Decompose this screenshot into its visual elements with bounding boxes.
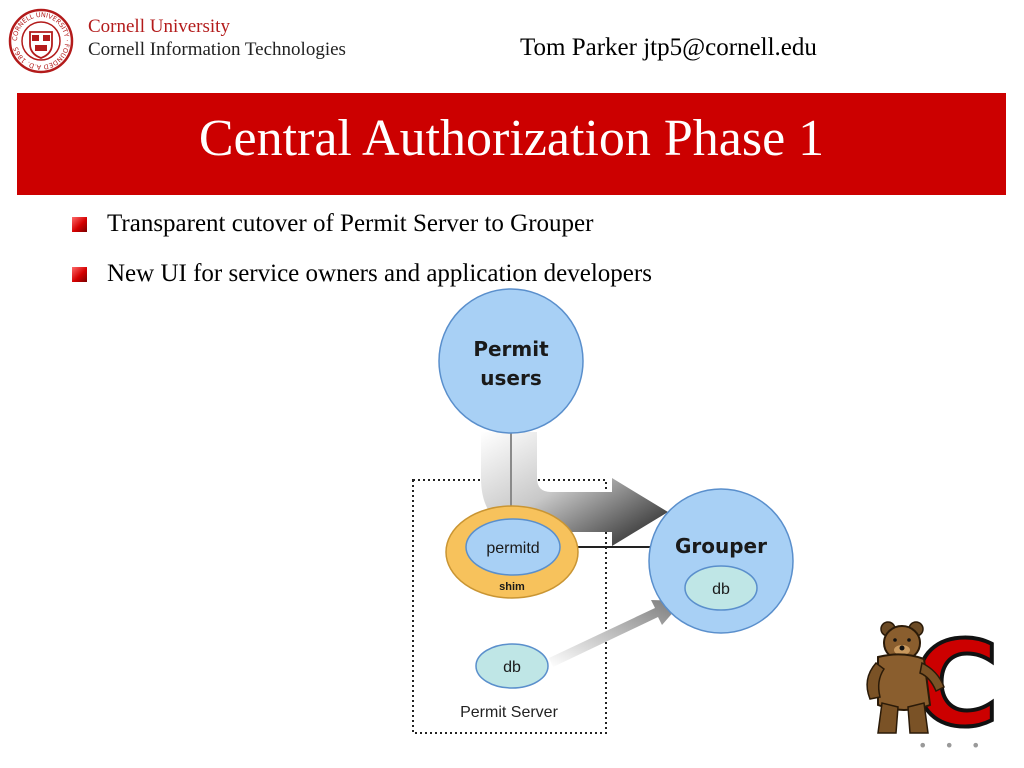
title-banner: Central Authorization Phase 1 xyxy=(17,93,1006,195)
bullet-text: New UI for service owners and applicatio… xyxy=(107,260,652,287)
bullet-square-icon xyxy=(72,266,87,282)
architecture-diagram: Permit Server Permit users permitd shim … xyxy=(412,288,794,734)
bullet-item: New UI for service owners and applicatio… xyxy=(72,249,652,299)
bear-figure xyxy=(866,621,945,734)
bullet-square-icon xyxy=(72,216,87,232)
footer-dots: • • • xyxy=(918,736,987,755)
grouper-label: Grouper xyxy=(675,534,767,558)
shim-label: shim xyxy=(499,581,525,593)
department-name: Cornell Information Technologies xyxy=(88,39,346,60)
permitd-label: permitd xyxy=(486,540,539,557)
bullet-list: Transparent cutover of Permit Server to … xyxy=(72,199,652,299)
grouper-db-node xyxy=(684,565,758,611)
slide-title: Central Authorization Phase 1 xyxy=(198,110,825,167)
cornell-bear-mascot-icon: C xyxy=(866,615,1000,740)
permitd-node xyxy=(465,518,561,576)
bullet-text: Transparent cutover of Permit Server to … xyxy=(107,210,594,237)
permit-db-node xyxy=(475,643,549,689)
permit-server-label: Permit Server xyxy=(460,704,558,721)
cornell-seal-icon: CORNELL UNIVERSITY · FOUNDED A.D. 1865 xyxy=(8,8,74,74)
permit-users-label: users xyxy=(480,366,541,390)
permit-users-label: Permit xyxy=(473,337,549,361)
permit-users-node xyxy=(438,288,584,434)
university-name: Cornell University xyxy=(88,16,230,37)
author-info: Tom Parker jtp5@cornell.edu xyxy=(520,34,817,61)
grouper-db-label: db xyxy=(712,581,730,598)
bullet-item: Transparent cutover of Permit Server to … xyxy=(72,199,652,249)
mascot-letter: C xyxy=(913,615,1000,740)
data-migration-arrow xyxy=(549,600,683,667)
permit-db-label: db xyxy=(503,659,521,676)
grouper-node xyxy=(648,488,794,634)
